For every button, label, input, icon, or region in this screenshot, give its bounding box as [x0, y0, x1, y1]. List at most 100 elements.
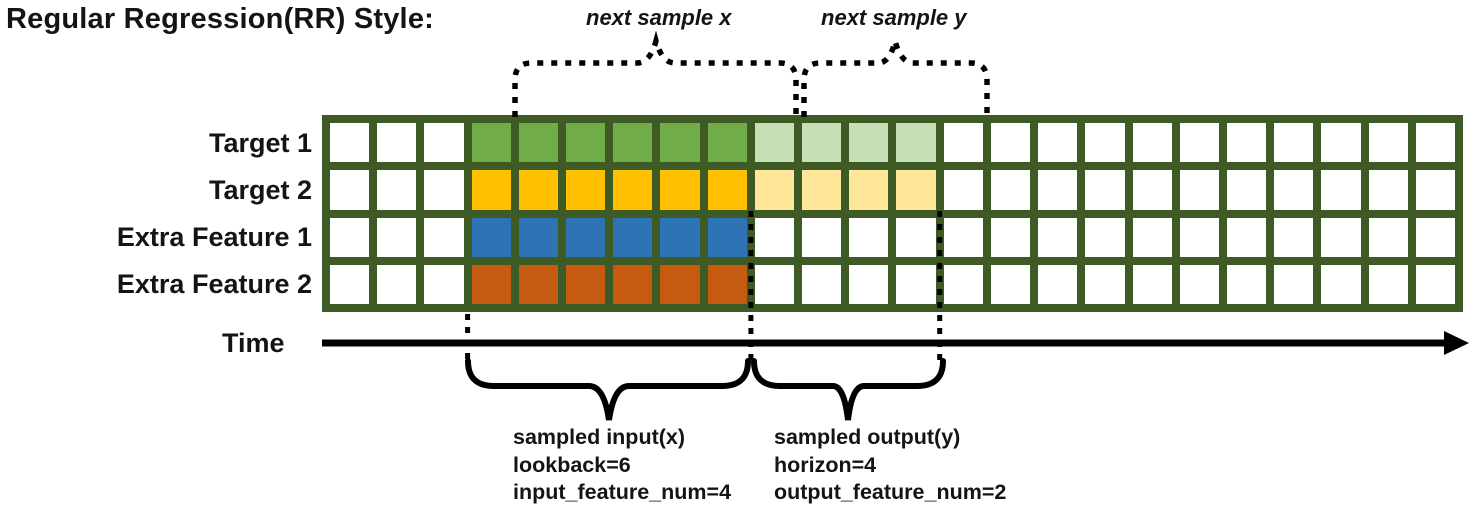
grid-cell — [1368, 123, 1408, 163]
grid-cell — [1132, 170, 1172, 210]
grid-cell — [1226, 170, 1267, 210]
grid-cell — [1321, 170, 1361, 210]
grid-cell — [1274, 123, 1314, 163]
grid-cell — [1274, 264, 1314, 304]
grid-cell — [849, 170, 889, 210]
grid-cell — [896, 264, 936, 304]
grid-cell — [424, 123, 464, 163]
timeseries-grid — [322, 115, 1463, 312]
sampled-output-title: sampled output(y) — [774, 425, 961, 449]
grid-cell — [1085, 170, 1125, 210]
grid-cell — [896, 217, 936, 257]
grid-cell — [990, 170, 1031, 210]
grid-cell — [660, 170, 700, 210]
next-sample-x-brace — [512, 30, 799, 117]
grid-cell — [1132, 264, 1172, 304]
grid-cell — [424, 217, 464, 257]
grid-cell — [754, 217, 795, 257]
grid-cell — [660, 264, 700, 304]
grid-cell — [613, 264, 653, 304]
grid-cell — [1038, 217, 1078, 257]
grid-cell — [849, 264, 889, 304]
grid-cell — [707, 123, 747, 163]
next-sample-y-label: next sample y — [821, 5, 967, 30]
grid-cell — [330, 123, 370, 163]
grid-cell — [566, 170, 606, 210]
grid-cell — [1226, 264, 1267, 304]
row-label-extra-feature-1: Extra Feature 1 — [116, 222, 312, 252]
grid-cell — [660, 217, 700, 257]
input-feature-num-value: input_feature_num=4 — [513, 480, 732, 504]
grid-cell — [471, 217, 511, 257]
grid-cell — [330, 170, 370, 210]
grid-cell — [518, 217, 559, 257]
grid-cell — [990, 264, 1031, 304]
grid-cell — [1321, 123, 1361, 163]
grid-cell — [518, 123, 559, 163]
grid-cell — [802, 264, 842, 304]
grid-cell — [1132, 123, 1172, 163]
grid-cell — [849, 217, 889, 257]
time-arrow-head — [1444, 331, 1469, 355]
grid-cell — [707, 217, 747, 257]
grid-cell — [802, 217, 842, 257]
grid-cell — [330, 264, 370, 304]
grid-cell — [943, 217, 983, 257]
grid-cell — [943, 264, 983, 304]
sampled-input-title: sampled input(x) — [513, 425, 686, 449]
grid-cell — [471, 170, 511, 210]
grid-cell — [1179, 123, 1219, 163]
grid-cell — [1321, 217, 1361, 257]
sampled-input-brace — [465, 358, 751, 421]
grid-cell — [518, 264, 559, 304]
sampled-output-annotation: sampled output(y) horizon=4 output_featu… — [774, 424, 1006, 507]
grid-cell — [1274, 217, 1314, 257]
grid-cell — [1179, 264, 1219, 304]
page-title: Regular Regression(RR) Style: — [6, 3, 434, 35]
grid-cell — [1226, 217, 1267, 257]
grid-cell — [802, 170, 842, 210]
grid-cell — [754, 264, 795, 304]
grid-cell — [1415, 123, 1455, 163]
grid-cell — [1415, 264, 1455, 304]
time-axis-label: Time — [222, 328, 285, 358]
grid-cell — [1085, 217, 1125, 257]
grid-cell — [566, 217, 606, 257]
grid-cell — [518, 170, 559, 210]
grid-cell — [660, 123, 700, 163]
grid-cell — [377, 123, 417, 163]
grid-cell — [330, 217, 370, 257]
grid-cell — [377, 170, 417, 210]
grid-cell — [566, 123, 606, 163]
grid-cell — [613, 123, 653, 163]
grid-cell — [990, 217, 1031, 257]
grid-cell — [1368, 264, 1408, 304]
grid-cell — [424, 170, 464, 210]
grid-cell — [1038, 170, 1078, 210]
grid-cell — [943, 170, 983, 210]
grid-cell — [424, 264, 464, 304]
row-label-extra-feature-2: Extra Feature 2 — [116, 269, 312, 299]
grid-cell — [1038, 264, 1078, 304]
grid-cell — [896, 123, 936, 163]
grid-cell — [1179, 170, 1219, 210]
grid-cell — [754, 170, 795, 210]
grid-cell — [1274, 170, 1314, 210]
grid-cell — [1415, 217, 1455, 257]
grid-cell — [1321, 264, 1361, 304]
lookback-value: lookback=6 — [513, 452, 631, 477]
grid-cell — [1226, 123, 1267, 163]
grid-cell — [1038, 123, 1078, 163]
grid-cell — [754, 123, 795, 163]
grid-cell — [1132, 217, 1172, 257]
grid-cell — [377, 217, 417, 257]
grid-cell — [1415, 170, 1455, 210]
sampled-input-annotation: sampled input(x) lookback=6 input_featur… — [513, 424, 731, 507]
grid-cell — [1085, 264, 1125, 304]
grid-cell — [943, 123, 983, 163]
grid-cell — [707, 170, 747, 210]
grid-cell — [802, 123, 842, 163]
grid-cell — [1179, 217, 1219, 257]
next-sample-x-label: next sample x — [586, 5, 732, 30]
